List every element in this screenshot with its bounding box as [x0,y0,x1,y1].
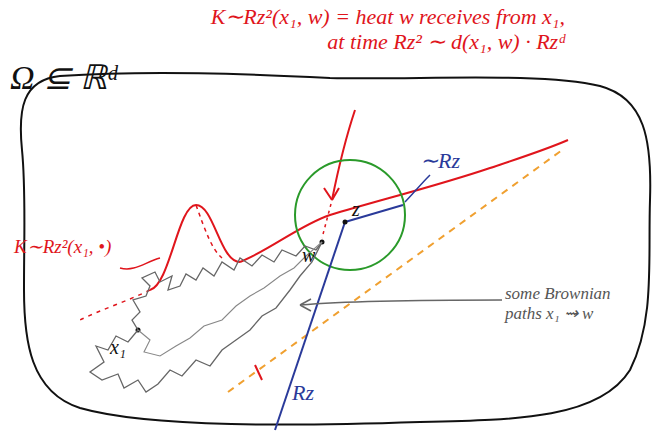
kernel-annotation: K∼Rz²(x₁, w) = heat w receives from x₁, … [205,4,565,55]
distance-line [275,222,345,430]
arrowhead [300,299,311,311]
arrowhead [324,188,339,200]
point-label: z [352,198,372,221]
domain-label: Ω ⊆ ℝᵈ [10,58,150,97]
radius-label: ∼Rz [420,148,480,173]
leader-line [332,110,355,200]
point-dot [343,220,348,225]
kernel-tail [80,290,150,320]
kernel-bump [150,205,240,290]
kernel-bump-back [196,205,222,258]
distance-label: Rz [292,380,332,405]
note-text: some Brownian paths x₁ ⇝ w [505,284,647,323]
leader-line [405,175,430,202]
brownian-path [90,242,322,392]
section-line [228,148,565,392]
leader-line [300,300,502,305]
kernel-tail [255,365,262,380]
kernel-label: K∼Rz²(x₁, •) [14,236,144,258]
heat-height [322,204,331,238]
point-label: w [302,244,322,267]
leader-line [120,258,160,269]
point-label: x₁ [110,336,140,359]
brownian-path [138,242,322,356]
ball-circle [295,160,405,270]
